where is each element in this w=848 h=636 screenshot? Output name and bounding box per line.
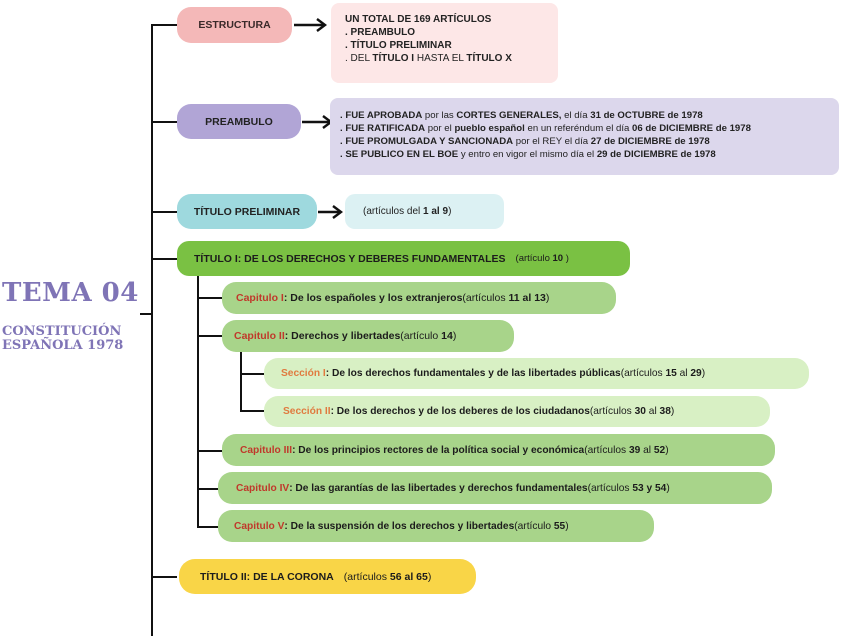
sec2-text: : De los derechos y de los deberes de lo…: [330, 406, 590, 417]
estructura-label: ESTRUCTURA: [198, 19, 271, 31]
cap5-note: (artículo 55): [514, 520, 569, 532]
estructura-pill: ESTRUCTURA: [177, 7, 292, 43]
titulo1-label: TÍTULO I: DE LOS DERECHOS Y DEBERES FUND…: [194, 252, 506, 265]
tema-title: TEMA 04: [2, 278, 139, 308]
titulo2-label: TÍTULO II: DE LA CORONA: [200, 570, 334, 583]
cap1-pill: Capitulo I: De los españoles y los extra…: [222, 282, 616, 314]
estructura-arrow-icon: [294, 18, 327, 32]
sec1-pill: Sección I: De los derechos fundamentales…: [264, 358, 809, 389]
preambulo-pill: PREAMBULO: [177, 104, 301, 139]
cap1-text: : De los españoles y los extranjeros: [283, 292, 463, 304]
branch-cap5: [197, 526, 222, 528]
preambulo-line-2: . FUE RATIFICADA por el pueblo español e…: [340, 123, 751, 134]
main-trunk-line: [151, 24, 153, 636]
branch-estructura: [151, 24, 177, 26]
branch-preliminar: [151, 211, 177, 213]
cap3-pill: Capitulo III: De los principios rectores…: [222, 434, 775, 466]
sec1-text: : De los derechos fundamentales y de las…: [325, 368, 621, 379]
cap4-note: (artículos 53 y 54): [587, 482, 670, 494]
preambulo-line-4: . SE PUBLICO EN EL BOE y entro en vigor …: [340, 149, 716, 160]
branch-cap4: [197, 488, 222, 490]
cap5-text: : De la suspensión de los derechos y lib…: [284, 520, 515, 532]
preambulo-line-3: . FUE PROMULGADA Y SANCIONADA por el REY…: [340, 136, 710, 147]
cap3-red: Capitulo III: [240, 444, 293, 456]
preambulo-line-1: . FUE APROBADA por las CORTES GENERALES,…: [340, 110, 703, 121]
cap4-text: : De las garantías de las libertades y d…: [289, 482, 588, 494]
cap2-pill: Capitulo II: Derechos y libertades (artí…: [222, 320, 514, 352]
preliminar-note: (artículos del 1 al 9): [363, 206, 452, 217]
estructura-line-4a: . DEL: [345, 53, 373, 64]
tema-subtitle-line2: ESPAÑOLA 1978: [2, 338, 124, 353]
branch-cap3: [197, 450, 222, 452]
estructura-line-3: . TÍTULO PRELIMINAR: [345, 40, 452, 51]
cap2-text: : Derechos y libertades: [284, 330, 401, 342]
titulo2-pill: TÍTULO II: DE LA CORONA (artículos 56 al…: [179, 559, 476, 594]
titulo1-note: (artículo 10 ): [515, 253, 569, 264]
branch-cap2: [197, 335, 222, 337]
estructura-line-4: . DEL TÍTULO I HASTA EL TÍTULO X: [345, 52, 558, 65]
cap5-red: Capitulo V: [234, 520, 285, 532]
cap2-subtrunk: [240, 352, 242, 411]
titulo1-pill: TÍTULO I: DE LOS DERECHOS Y DEBERES FUND…: [177, 241, 630, 276]
preliminar-box: (artículos del 1 al 9): [345, 194, 504, 229]
preliminar-pill: TÍTULO PRELIMINAR: [177, 194, 317, 229]
sec1-red: Sección I: [281, 368, 326, 379]
cap5-pill: Capitulo V: De la suspensión de los dere…: [218, 510, 654, 542]
cap3-note: (artículos 39 al 52): [584, 444, 669, 456]
title-connector: [140, 313, 152, 315]
sec2-pill: Sección II: De los derechos y de los deb…: [264, 396, 770, 427]
branch-preambulo: [151, 121, 177, 123]
preliminar-arrow-icon: [318, 205, 343, 219]
branch-sec1: [240, 373, 264, 375]
cap3-text: : De los principios rectores de la polít…: [292, 444, 585, 456]
branch-titulo2: [151, 576, 177, 578]
titulo2-note: (artículos 56 al 65): [343, 570, 432, 583]
sec2-red: Sección II: [283, 406, 331, 417]
estructura-box: UN TOTAL DE 169 ARTÍCULOS . PREAMBULO . …: [331, 3, 558, 83]
cap2-red: Capitulo II: [234, 330, 285, 342]
estructura-line-4c: HASTA EL: [414, 53, 467, 64]
titulo1-subtrunk: [197, 276, 199, 527]
sec1-note: (artículos 15 al 29): [620, 368, 706, 379]
branch-sec2: [240, 410, 264, 412]
sec2-note: (artículos 30 al 38): [589, 406, 675, 417]
preambulo-box: . FUE APROBADA por las CORTES GENERALES,…: [330, 98, 839, 175]
branch-cap1: [197, 297, 222, 299]
preambulo-label: PREAMBULO: [205, 115, 273, 128]
preliminar-label: TÍTULO PRELIMINAR: [193, 205, 301, 218]
tema-subtitle-line1: CONSTITUCIÓN: [2, 324, 122, 339]
cap1-red: Capitulo I: [236, 292, 284, 304]
estructura-line-4d: TÍTULO X: [466, 53, 512, 64]
estructura-line-4b: TÍTULO I: [372, 53, 415, 64]
cap4-pill: Capitulo IV: De las garantías de las lib…: [218, 472, 772, 504]
cap4-red: Capitulo IV: [236, 482, 290, 494]
cap1-note: (artículos 11 al 13): [462, 292, 550, 304]
cap2-note: (artículo 14): [400, 330, 457, 342]
branch-titulo1: [151, 258, 177, 260]
estructura-line-1: UN TOTAL DE 169 ARTÍCULOS: [345, 14, 492, 25]
estructura-line-2: . PREAMBULO: [345, 27, 415, 38]
